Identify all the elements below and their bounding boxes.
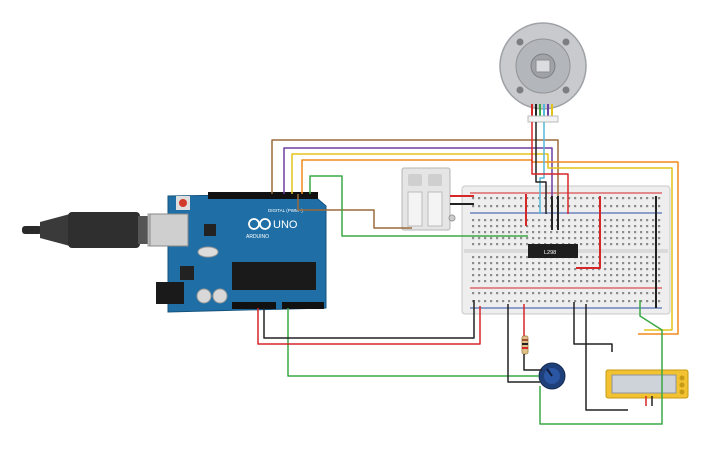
regulator [180,266,194,280]
capacitor-2 [212,288,228,304]
analog-header [282,302,324,309]
arduino-uno-board: UNO ARDUINO DIGITAL (PWM~) POWER ANALOG … [149,192,327,319]
capacitor-1 [196,288,212,304]
power-pins-label: POWER [258,314,276,319]
wire-red-power [257,306,481,345]
wire-brown-2 [297,194,412,229]
arduino-brand-label: ARDUINO [246,234,269,240]
arduino-model-label: UNO [273,219,298,231]
reset-button[interactable] [179,199,187,207]
wire-black-power [263,300,475,339]
motor-bolt-4 [562,86,570,94]
wire-yellow [291,153,673,331]
wire-red-motor [531,122,569,214]
atmega-chip [232,262,316,290]
usb-plug-body [68,212,140,248]
potentiometer-indicator [546,368,553,377]
wire-black-pot [507,304,540,383]
lcd-screen [611,374,677,394]
relay-1 [407,191,423,227]
wire-black-motor [535,122,547,214]
relay-terminal-1 [408,174,422,186]
usb-cable-tail [22,226,42,234]
usb-chip [204,224,216,236]
usb-strain-relief [40,214,70,246]
wire-green-1 [309,175,528,237]
relay-led [448,214,456,222]
motor-bolt-1 [516,38,524,46]
resistor [521,335,529,355]
wire-green-2 [287,308,539,377]
analog-pins-label: ANALOG IN [288,314,313,319]
motor-bolt-3 [516,86,524,94]
l298-driver-ic: L298 [528,244,578,258]
bb-jumper-red-2 [576,196,601,269]
lcd-pin-1 [679,375,685,381]
wire-green-3 [539,300,663,425]
l298-chip-body [528,244,578,258]
dc-jack [156,282,184,304]
motor-connector [527,115,559,123]
lcd-pin-2 [679,382,685,388]
relay-module [401,167,456,231]
usb-b-port [149,213,189,247]
wire-cyan [539,122,545,214]
power-header [232,302,276,309]
arduino-logo [248,218,271,230]
digital-pins-label: DIGITAL (PWM~) [268,208,303,213]
digital-header [208,192,318,199]
wire-black-lcd [585,304,628,411]
dc-motor-encoder [499,22,587,123]
lcd-pin-3 [679,389,685,395]
wires [257,122,679,425]
potentiometer[interactable] [538,362,566,390]
motor-shaft [535,59,551,73]
bb-jumper-black-4 [573,302,613,352]
relay-2 [427,191,443,227]
l298-chip-label: L298 [544,250,556,256]
relay-terminal-2 [428,174,442,186]
crystal [197,246,219,258]
wire-resistor-bottom [523,354,542,371]
motor-bolt-2 [562,38,570,46]
wire-purple [283,147,553,196]
lcd-display [605,369,689,399]
usb-plug-neck [138,216,148,244]
